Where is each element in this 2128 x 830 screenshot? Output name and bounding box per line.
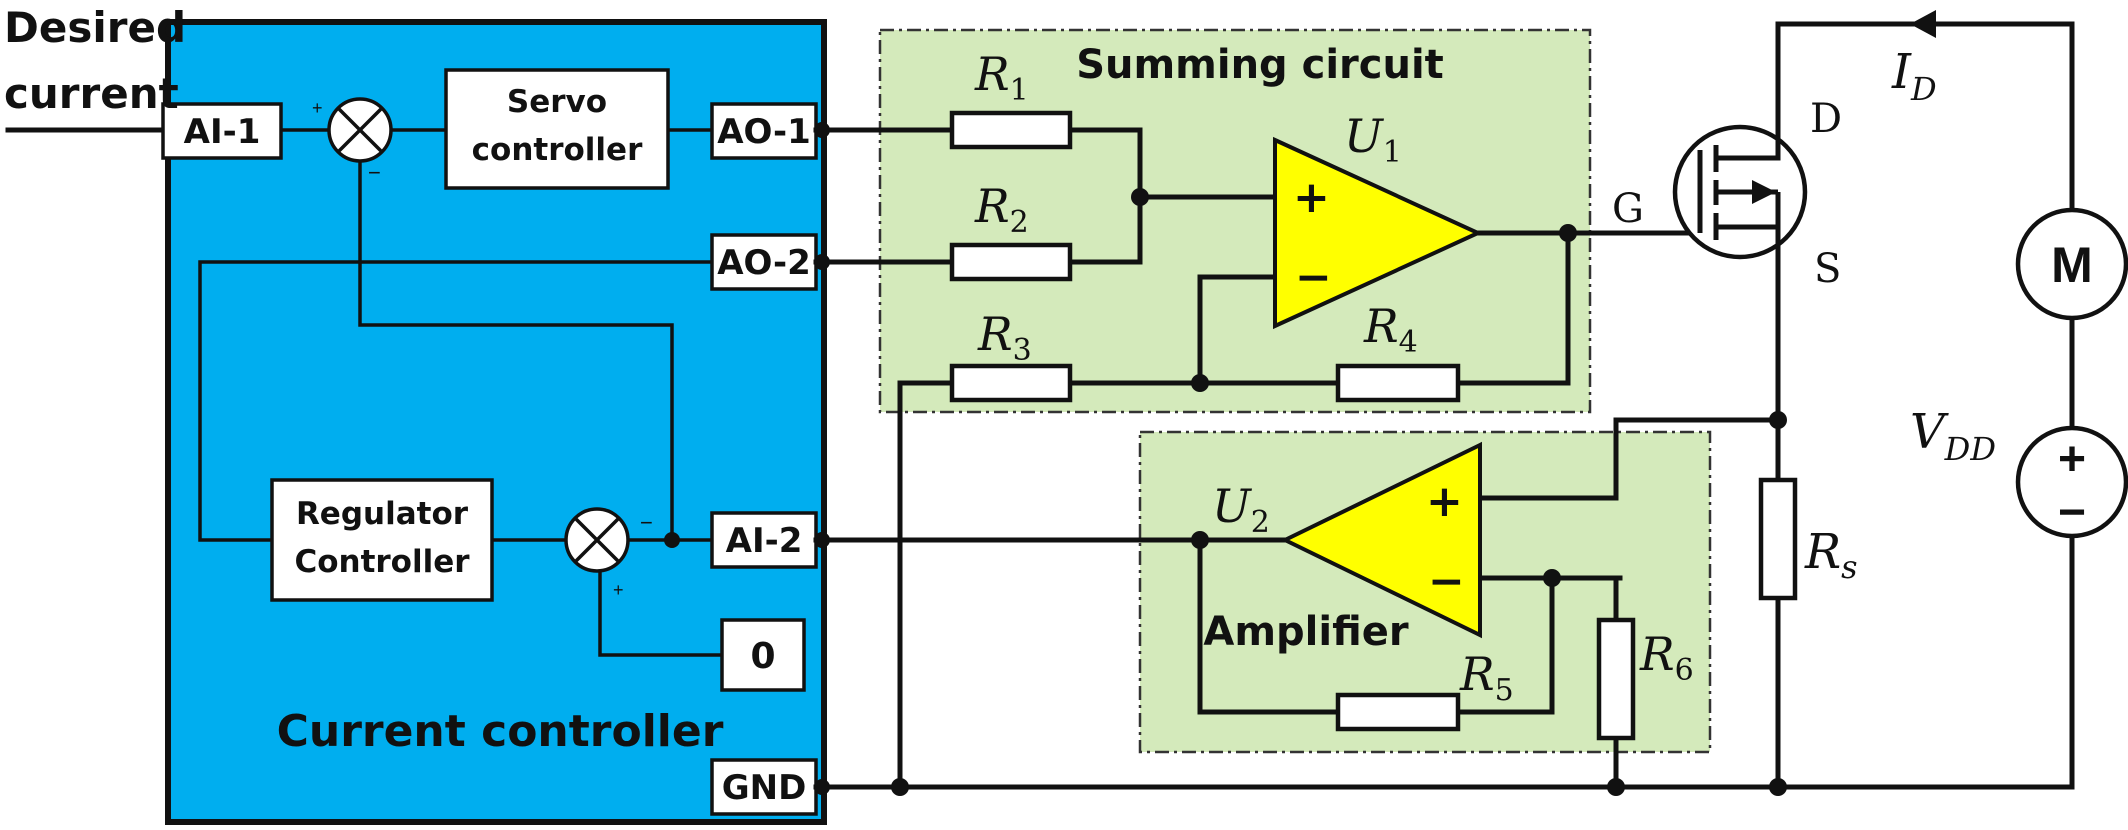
- motor-symbol: [2015, 207, 2128, 321]
- u2-minus-node-dot: [1543, 569, 1561, 587]
- motor-label: M: [2051, 237, 2093, 293]
- rs-top-node-dot: [1769, 411, 1787, 429]
- port-ai2-label: AI-2: [726, 521, 803, 561]
- regulator-label-line1: Regulator: [296, 496, 469, 532]
- u2-plus-label: +: [1426, 476, 1463, 527]
- port-ao2-label: AO-2: [717, 243, 811, 283]
- regulator-controller-box: [270, 478, 494, 602]
- u1-label: U1: [1344, 109, 1402, 170]
- resistor-r1: [949, 110, 1073, 150]
- r5-label: R5: [1459, 647, 1514, 708]
- sum2-plus-sign: +: [613, 580, 624, 600]
- resistor-rs: [1758, 477, 1798, 601]
- resistor-r3: [949, 363, 1073, 403]
- sum1-feedback-wire: [358, 161, 674, 540]
- sum1-minus-sign: −: [368, 160, 381, 185]
- summing-junction-1: [327, 97, 393, 163]
- desired-current-label-line1: Desired: [4, 3, 186, 52]
- u2-feedback-left-wire: [1197, 537, 1341, 715]
- desired-current-label-line2: current: [4, 69, 179, 118]
- current-id-label: ID: [1891, 44, 1937, 108]
- source-label: S: [1814, 246, 1841, 292]
- supply-minus-label: −: [2058, 486, 2086, 539]
- port-ao1-label: AO-1: [717, 112, 811, 152]
- zero-to-sum2-wire: [598, 571, 722, 657]
- u2-label: U2: [1212, 479, 1270, 540]
- u1-plus-node-dot: [1131, 188, 1149, 206]
- r1-to-node-wire: [1067, 127, 1143, 200]
- r3-r4-node-dot: [1191, 374, 1209, 392]
- resistor-r2: [949, 242, 1073, 282]
- summing-circuit-title: Summing circuit: [1076, 42, 1444, 88]
- resistor-r6: [1596, 617, 1636, 741]
- r2-to-node-wire: [1067, 194, 1143, 265]
- u2-minus-label: −: [1428, 556, 1465, 607]
- amplifier-title: Amplifier: [1203, 609, 1408, 655]
- servo-controller-box: [444, 68, 670, 190]
- r1-label: R1: [974, 47, 1029, 108]
- mosfet-transistor: [1672, 124, 1808, 260]
- u1-minus-wire: [1197, 274, 1278, 386]
- current-controller-title: Current controller: [277, 706, 724, 757]
- servo-label-line2: controller: [472, 132, 643, 168]
- supply-plus-label: +: [2058, 433, 2086, 486]
- feedback-junction-dot: [664, 532, 680, 548]
- sum1-plus-sign: +: [312, 98, 323, 118]
- r2-label: R2: [974, 179, 1029, 240]
- u2-input-node-dot: [1191, 531, 1209, 549]
- port-ao1: [710, 102, 818, 160]
- port-ai1-label: AI-1: [184, 112, 261, 152]
- summing-junction-2: [564, 507, 630, 573]
- u2-plus-to-rs-wire: [1477, 417, 1781, 501]
- ai2-dot: [814, 532, 830, 548]
- gate-label: G: [1612, 186, 1644, 232]
- port-zero: [720, 618, 806, 692]
- u1-output-dot: [1559, 224, 1577, 242]
- resistor-r5: [1335, 692, 1461, 732]
- ao2-regulator-wire: [198, 260, 718, 542]
- port-zero-label: 0: [750, 636, 775, 677]
- port-gnd-label: GND: [722, 768, 807, 808]
- sum2-minus-sign: −: [640, 510, 653, 535]
- gnd-port-dot: [814, 779, 830, 795]
- summing-circuit-panel: [878, 28, 1592, 414]
- r3-to-gnd-wire: [897, 380, 955, 790]
- r4-to-output-wire: [1455, 230, 1571, 386]
- rs-label: Rs: [1804, 524, 1858, 586]
- opamp-u1: [1273, 136, 1483, 330]
- vdd-label: VDD: [1910, 404, 1996, 468]
- r3-label: R3: [977, 307, 1032, 368]
- ao2-dot: [814, 254, 830, 270]
- u1-minus-label: −: [1295, 252, 1332, 303]
- opamp-u2: [1280, 441, 1482, 639]
- supply-symbol: [2015, 425, 2128, 539]
- r4-label: R4: [1363, 299, 1418, 360]
- drain-label: D: [1810, 96, 1842, 142]
- current-direction-arrow: [1910, 10, 1936, 38]
- gnd-r3-dot: [891, 778, 909, 796]
- r5-to-node-wire: [1455, 575, 1555, 715]
- regulator-label-line2: Controller: [294, 544, 470, 580]
- port-ai1: [161, 102, 283, 160]
- r6-label: R6: [1639, 627, 1694, 688]
- port-gnd: [710, 758, 818, 816]
- ao1-dot: [814, 122, 830, 138]
- u1-plus-label: +: [1293, 172, 1330, 223]
- resistor-r4: [1335, 363, 1461, 403]
- servo-label-line1: Servo: [507, 84, 607, 120]
- gnd-r6-dot: [1607, 778, 1625, 796]
